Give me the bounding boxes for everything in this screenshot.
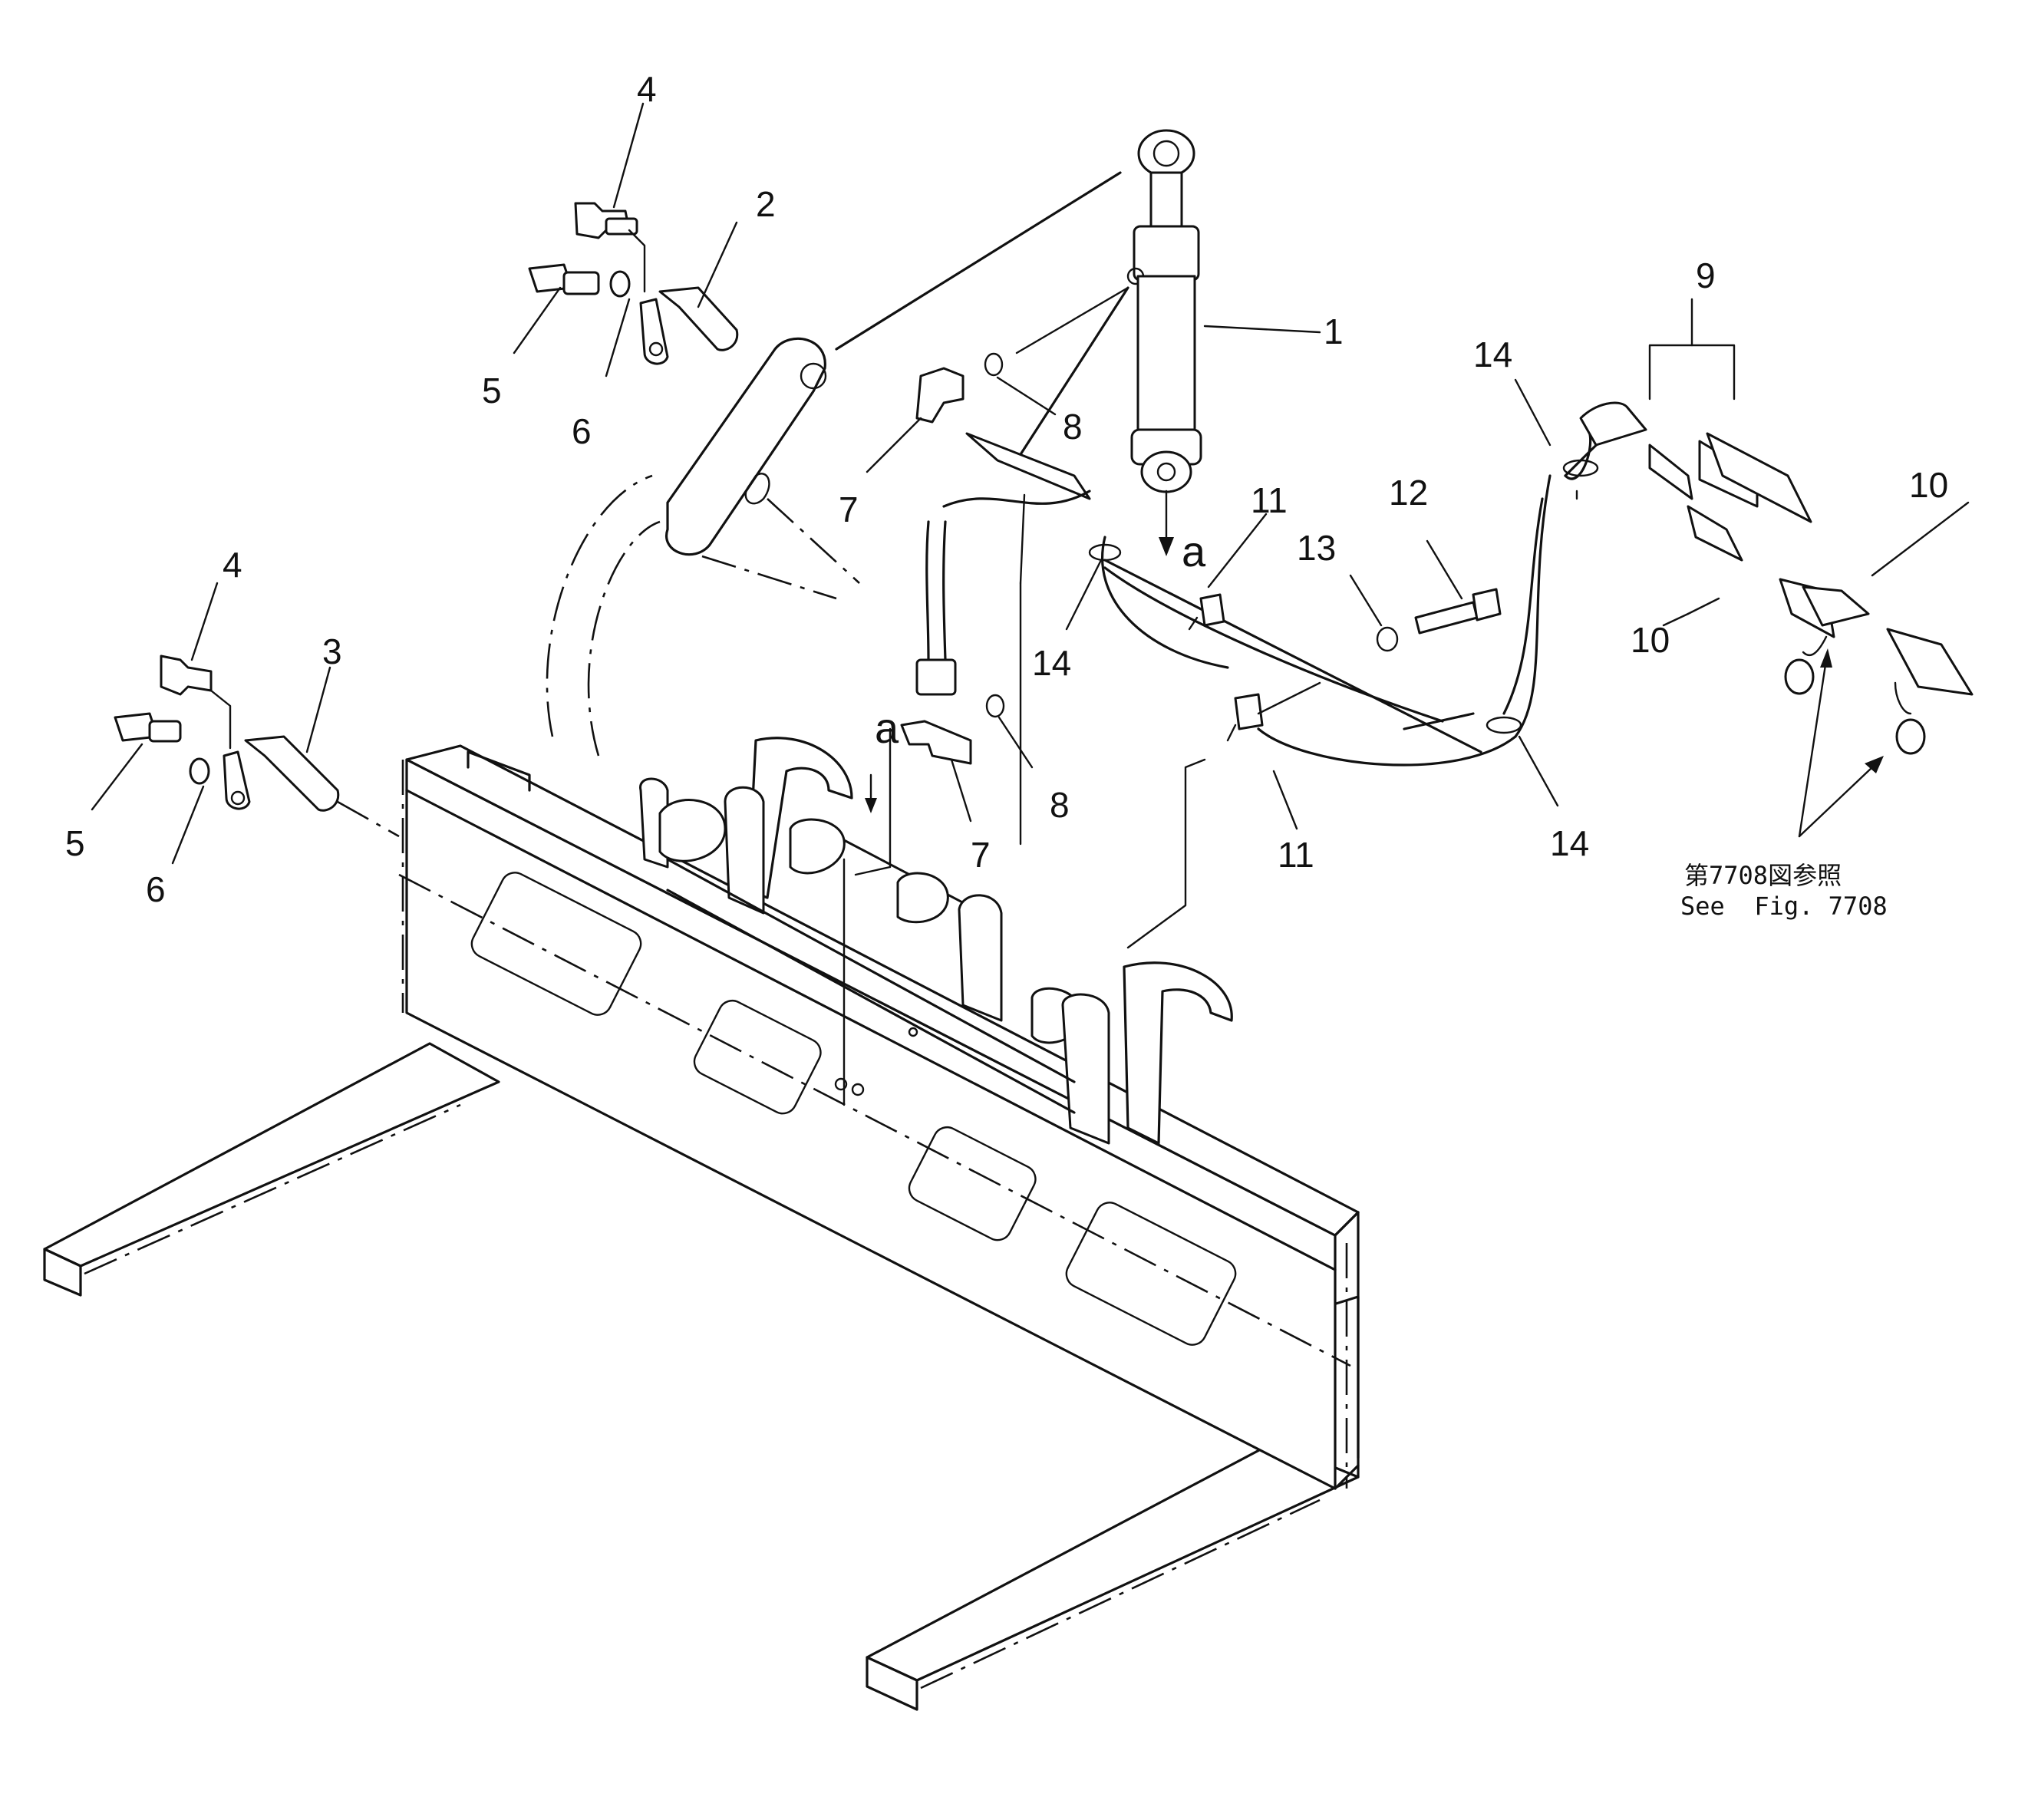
callout-8-lower: 8 (1050, 785, 1070, 825)
upper-pin-assembly (528, 202, 739, 365)
lower-pin-assembly (114, 654, 400, 838)
callout-11-upper: 11 (1251, 480, 1288, 520)
reference-note-jp: 第7708図参照 (1684, 861, 1842, 890)
connection-marks: a a (875, 527, 1206, 752)
connection-mark-a-lower: a (875, 704, 899, 752)
bolt-12 (1414, 588, 1502, 635)
hydraulic-cylinder (1126, 129, 1202, 556)
callout-14-left: 14 (1032, 643, 1071, 683)
callout-13: 13 (1297, 528, 1336, 568)
callout-7-upper: 7 (839, 490, 859, 529)
elbow-fitting-upper (915, 367, 965, 424)
arm-link (546, 171, 1129, 757)
callout-10-right: 10 (1909, 465, 1948, 505)
hoses (915, 401, 1812, 767)
callout-2: 2 (756, 184, 776, 224)
callouts: 1 2 3 4 4 5 5 6 6 7 7 8 8 9 10 10 11 11 … (65, 69, 1948, 909)
callout-9: 9 (1696, 256, 1716, 295)
callout-6-lower: 6 (146, 869, 166, 909)
quick-couplers (1687, 505, 1974, 755)
reference-note-en: See Fig. 7708 (1680, 892, 1888, 921)
reference-note: 第7708図参照 See Fig. 7708 (1680, 861, 1888, 921)
callout-11-lower: 11 (1278, 835, 1314, 875)
callout-14-right: 14 (1550, 823, 1589, 863)
callout-14-top: 14 (1473, 335, 1512, 374)
callout-6-upper: 6 (572, 411, 592, 451)
callout-5-upper: 5 (482, 371, 502, 410)
callout-4-lower: 4 (223, 545, 242, 585)
left-fork (43, 1042, 500, 1297)
callout-3: 3 (322, 631, 342, 671)
callout-4-upper: 4 (637, 69, 657, 109)
callout-7-lower: 7 (971, 835, 991, 875)
leader-lines (91, 102, 1970, 865)
callout-5-lower: 5 (65, 823, 85, 863)
o-rings (984, 352, 1399, 718)
clip-brackets (1188, 593, 1264, 742)
hose-clamps (1088, 459, 1599, 734)
callout-8-upper: 8 (1063, 407, 1083, 447)
elbow-fitting-lower (900, 720, 972, 765)
carriage-plate (398, 744, 1360, 1490)
callout-1: 1 (1324, 312, 1344, 351)
connection-mark-a-upper: a (1182, 527, 1206, 575)
assembly-guides (854, 286, 1578, 949)
callout-10-left: 10 (1631, 620, 1670, 660)
callout-12: 12 (1389, 473, 1428, 513)
clamp-arms (639, 737, 1233, 1145)
